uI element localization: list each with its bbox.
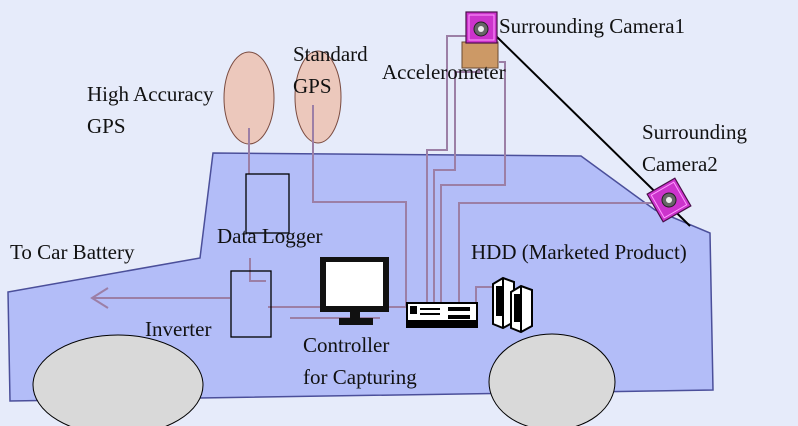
controller-label-line1: Controller <box>303 333 390 357</box>
pc-icon <box>406 302 478 328</box>
camera2-icon <box>646 177 692 223</box>
accelerometer-label: Accelerometer <box>382 60 506 84</box>
standard-gps-antenna <box>294 50 342 144</box>
inverter-label: Inverter <box>145 317 212 341</box>
rear-wheel <box>488 333 616 426</box>
camera2-label-line1: Surrounding <box>642 120 747 144</box>
camera1-label: Surrounding Camera1 <box>499 14 686 38</box>
front-wheel <box>32 334 204 426</box>
hdd-label: HDD (Marketed Product) <box>471 240 687 264</box>
data-logger-box <box>245 173 290 234</box>
standard-gps-label-line1: Standard <box>293 42 368 66</box>
controller-label-line2: for Capturing <box>303 365 417 389</box>
monitor-icon <box>320 257 389 325</box>
accelerometer-box <box>461 41 499 69</box>
car-battery-label: To Car Battery <box>10 240 135 264</box>
high-accuracy-gps-label-line2: GPS <box>87 114 126 138</box>
high-accuracy-gps-label-line1: High Accuracy <box>87 82 214 106</box>
inverter-box <box>230 270 272 338</box>
camera1-icon <box>465 11 498 44</box>
battery-arrow <box>90 287 230 309</box>
hdd-icon <box>492 276 533 334</box>
standard-gps-label-line2: GPS <box>293 74 332 98</box>
camera2-label-line2: Camera2 <box>642 152 718 176</box>
data-logger-label: Data Logger <box>217 224 323 248</box>
